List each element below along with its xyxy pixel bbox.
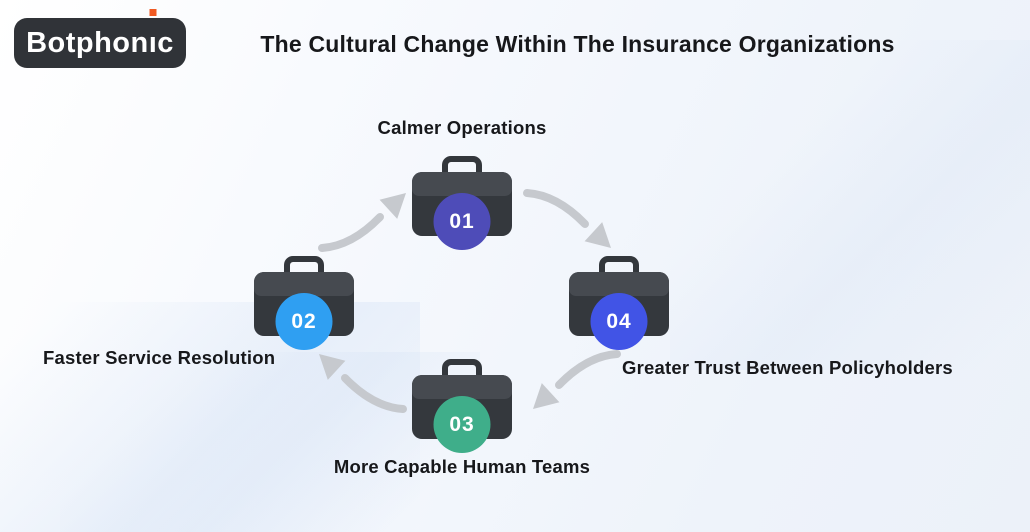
briefcase-lid [412, 172, 512, 196]
step-label-faster-service-resolution: Faster Service Resolution [43, 347, 276, 368]
step-02-briefcase: 02 [254, 252, 354, 350]
cycle-arrow-icon [533, 350, 621, 409]
step-01-briefcase: 01 [412, 152, 512, 250]
briefcase-lid [412, 375, 512, 399]
background-streak [0, 302, 420, 532]
background-streak [670, 40, 1030, 370]
step-label-calmer-operations: Calmer Operations [377, 117, 547, 138]
briefcase-lid [569, 272, 669, 296]
page-title: The Cultural Change Within The Insurance… [260, 31, 895, 57]
briefcase-icon [569, 272, 669, 336]
step-number-badge-02: 02 [275, 293, 333, 350]
step-label-more-capable-human-teams: More Capable Human Teams [333, 456, 591, 477]
step-number-badge-01: 01 [433, 193, 491, 250]
step-03-briefcase: 03 [412, 355, 512, 453]
cycle-arrow-icon [319, 354, 407, 413]
cycle-arrow-icon [318, 193, 406, 252]
step-label-greater-trust: Greater Trust Between Policyholders [622, 357, 953, 378]
step-number-badge-04: 04 [590, 293, 648, 350]
step-number-badge-03: 03 [433, 396, 491, 453]
step-04-briefcase: 04 [569, 252, 669, 350]
cycle-arrow-icon [523, 189, 611, 248]
logo-i-dot [149, 8, 157, 16]
briefcase-lid [254, 272, 354, 296]
